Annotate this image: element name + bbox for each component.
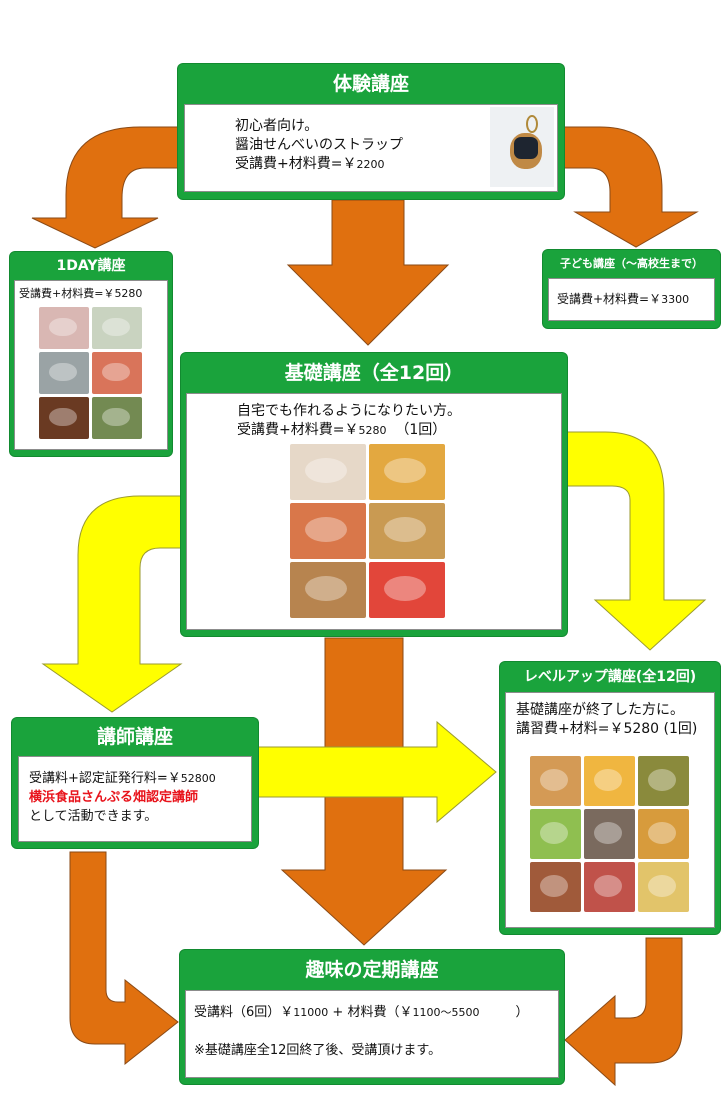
koshi-certified-text: 横浜食品さんぷる畑認定講師 — [29, 790, 199, 805]
koshi-fee-text: 受講料+認定証発行料=￥52800 — [29, 771, 216, 786]
taiken-target-text: 初心者向け。 — [235, 118, 319, 134]
photo-ramen-bowl — [369, 562, 445, 618]
kiso-target-text: 自宅でも作れるようになりたい方。 — [237, 403, 461, 419]
teiki-note-text: ※基礎講座全12回終了後、受講頂けます。 — [194, 1043, 442, 1058]
teiki-course-title: 趣味の定期講座 — [305, 959, 439, 981]
arrow-taiken-to-1day — [31, 126, 179, 249]
oneday-course-title: 1DAY講座 — [56, 258, 126, 274]
levelup-course-body: 基礎講座が終了した方に。 講習費+材料=￥5280 (1回) — [505, 692, 715, 928]
photo-tendon — [369, 503, 445, 559]
taiken-course-box: 体験講座 初心者向け。 醤油せんべいのストラップ 受講費+材料費=￥2200 — [178, 64, 564, 199]
photo-burger — [290, 562, 366, 618]
arrow-kiso-to-levelup — [566, 431, 707, 651]
photo-fruit-tart — [369, 444, 445, 500]
levelup-course-title: レベルアップ講座(全12回) — [523, 669, 697, 685]
photo-pasta — [290, 503, 366, 559]
teiki-fee-text: 受講料（6回）￥11000 + 材料費（￥1100～5500） — [194, 1005, 529, 1020]
kiso-course-body: 自宅でも作れるようになりたい方。 受講費+材料費=￥5280 （1回） — [186, 393, 562, 630]
levelup-fee-text: 講習費+材料=￥5280 (1回) — [516, 721, 698, 737]
kodomo-fee-text: 受講費+材料費=￥3300 — [557, 292, 690, 306]
levelup-photo-grid — [530, 756, 689, 912]
levelup-target-text: 基礎講座が終了した方に。 — [516, 702, 684, 718]
koshi-course-box: 講師講座 受講料+認定証発行料=￥52800 横浜食品さんぷる畑認定講師 として… — [12, 718, 258, 848]
photo-orange-juice — [584, 756, 635, 806]
oneday-fee-text: 受講費+材料費=￥5280 — [19, 287, 143, 300]
kodomo-course-box: 子ども講座（～高校生まで） 受講費+材料費=￥3300 — [543, 250, 720, 328]
koshi-course-title: 講師講座 — [96, 726, 173, 748]
photo-yakitori — [638, 809, 689, 859]
kiso-course-title: 基礎講座（全12回） — [284, 362, 464, 384]
photo-fried-banana — [584, 862, 635, 912]
levelup-course-box: レベルアップ講座(全12回) 基礎講座が終了した方に。 講習費+材料=￥5280… — [500, 662, 720, 934]
kiso-fee-text: 受講費+材料費=￥5280 （1回） — [237, 422, 447, 438]
photo-parfait — [638, 862, 689, 912]
photo-edamame — [530, 809, 581, 859]
teiki-course-body: 受講料（6回）￥11000 + 材料費（￥1100～5500） ※基礎講座全12… — [185, 990, 559, 1078]
arrow-taiken-to-kodomo — [563, 126, 699, 248]
taiken-course-body: 初心者向け。 醤油せんべいのストラップ 受講費+材料費=￥2200 — [184, 104, 558, 192]
taiken-fee-text: 受講費+材料費=￥2200 — [235, 156, 385, 172]
photo-oyster — [39, 352, 89, 394]
photo-onigiri — [92, 307, 142, 349]
oneday-course-body: 受講費+材料費=￥5280 — [14, 280, 168, 450]
photo-dango — [638, 756, 689, 806]
arrow-koshi-to-levelup — [257, 720, 497, 824]
photo-karaage — [530, 756, 581, 806]
senbei-strap-photo — [490, 107, 554, 187]
photo-steak — [39, 397, 89, 439]
kiso-course-box: 基礎講座（全12回） 自宅でも作れるようになりたい方。 受講費+材料費=￥528… — [181, 353, 567, 636]
photo-roll-cake — [39, 307, 89, 349]
koshi-course-body: 受講料+認定証発行料=￥52800 横浜食品さんぷる畑認定講師 として活動できま… — [18, 756, 252, 842]
koshi-activity-text: として活動できます。 — [29, 809, 158, 824]
teiki-course-box: 趣味の定期講座 受講料（6回）￥11000 + 材料費（￥1100～5500） … — [180, 950, 564, 1084]
photo-matcha-set — [92, 397, 142, 439]
oneday-photo-grid — [39, 307, 142, 439]
photo-grilled-fish — [584, 809, 635, 859]
arrow-levelup-to-teiki — [564, 937, 683, 1087]
arrow-kiso-to-koshi — [41, 495, 183, 713]
photo-miso-soup — [530, 862, 581, 912]
arrow-koshi-to-teiki — [69, 851, 179, 1066]
taiken-item-text: 醤油せんべいのストラップ — [235, 137, 403, 153]
arrow-taiken-to-kiso — [286, 199, 450, 346]
photo-sushi — [92, 352, 142, 394]
taiken-course-title: 体験講座 — [332, 73, 409, 95]
photo-cake-plate — [290, 444, 366, 500]
kodomo-course-body: 受講費+材料費=￥3300 — [548, 278, 715, 321]
kodomo-course-title: 子ども講座（～高校生まで） — [560, 257, 703, 270]
oneday-course-box: 1DAY講座 受講費+材料費=￥5280 — [10, 252, 172, 456]
kiso-photo-grid — [290, 444, 445, 618]
